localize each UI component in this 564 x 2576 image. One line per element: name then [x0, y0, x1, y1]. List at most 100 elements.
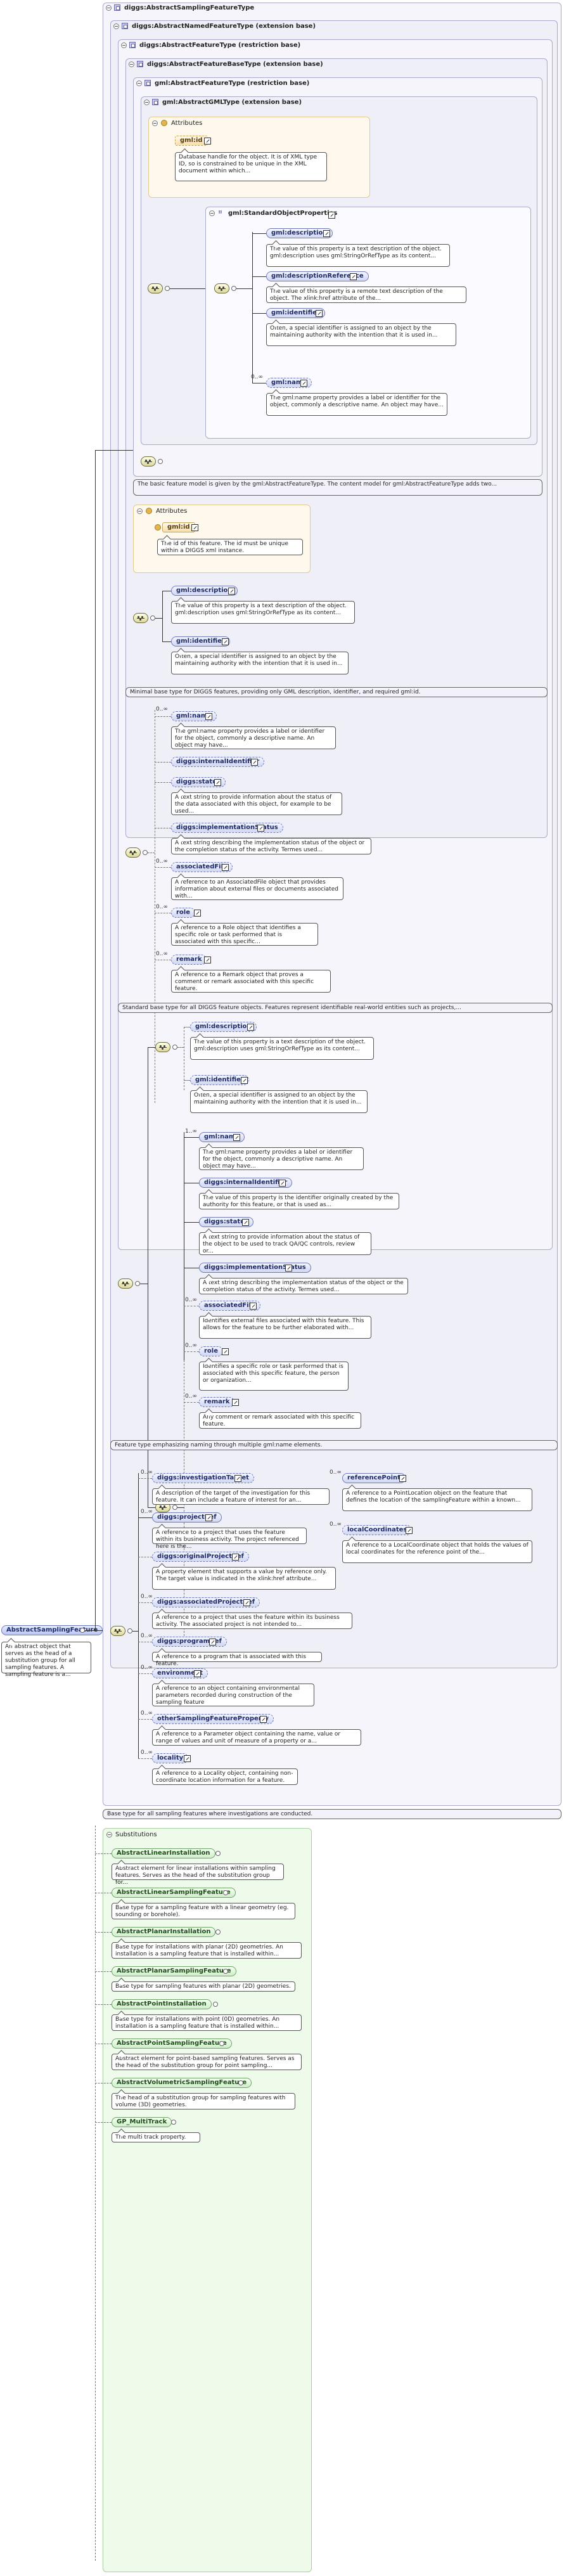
subst-abstract-volumetric-sampling-feature-doc: The head of a substitution group for sam…: [112, 2093, 295, 2109]
reference-icon: [250, 1303, 257, 1310]
own-locality[interactable]: locality: [152, 1753, 189, 1763]
gml-gml-toggle[interactable]: [144, 100, 150, 105]
gml-gml-title: gml:AbstractGMLType (extension base): [162, 99, 302, 106]
named-implementation-status[interactable]: diggs:implementationStatus: [199, 1263, 311, 1273]
own-reference-point[interactable]: referencePoint: [342, 1473, 406, 1483]
choice-compositor-icon[interactable]: [214, 283, 229, 293]
gml-feature-toggle[interactable]: [136, 80, 142, 86]
compositor-toggle[interactable]: [143, 850, 148, 855]
sequence-compositor-icon[interactable]: [110, 1626, 125, 1636]
restr-status[interactable]: diggs:status: [171, 777, 226, 787]
subst-toggle[interactable]: [223, 1969, 228, 1974]
restr-remark[interactable]: remark: [171, 955, 207, 965]
subst-abstract-linear-sampling-feature[interactable]: AbstractLinearSamplingFeature: [112, 1888, 236, 1898]
std-props-toggle[interactable]: [209, 210, 215, 216]
restr-associated-file[interactable]: associatedFile: [171, 862, 233, 872]
connector: [95, 450, 96, 1630]
compositor-toggle[interactable]: [165, 286, 170, 291]
std-identifier[interactable]: gml:identifier: [266, 308, 325, 318]
reference-icon: [209, 1639, 216, 1645]
cardinality: 0..∞: [330, 1469, 342, 1476]
named-type-doc: Feature type emphasizing naming through …: [110, 1440, 558, 1450]
compositor-toggle[interactable]: [172, 1045, 177, 1050]
diggs-base-toggle[interactable]: [129, 61, 134, 67]
root-element[interactable]: AbstractSamplingFeature: [1, 1625, 103, 1635]
std-description-reference[interactable]: gml:descriptionReference: [266, 271, 369, 281]
base-identifier[interactable]: gml:identifier: [171, 636, 230, 647]
restr-role[interactable]: role: [171, 908, 196, 918]
compositor-toggle[interactable]: [135, 1281, 140, 1286]
std-description[interactable]: gml:description: [266, 228, 333, 238]
own-original-project-ref[interactable]: diggs:originalProjectRef: [152, 1552, 249, 1562]
sequence-compositor-icon[interactable]: [125, 847, 141, 858]
substitutions-box: [103, 1828, 312, 2572]
subst-abstract-linear-installation-doc: Abstract element for linear installation…: [112, 1864, 284, 1886]
root-toggle[interactable]: [80, 1628, 85, 1633]
restr-implementation-status[interactable]: diggs:implementationStatus: [171, 823, 283, 833]
gml-feature-doc: The basic feature model is given by the …: [133, 479, 542, 496]
sequence-compositor-icon[interactable]: [133, 613, 148, 623]
attribute-icon: [161, 120, 167, 126]
connector: [177, 1507, 184, 1508]
substitutions-toggle[interactable]: [106, 1832, 112, 1838]
subst-abstract-planar-installation[interactable]: AbstractPlanarInstallation: [112, 1927, 216, 1937]
named-identifier[interactable]: gml:identifier: [190, 1075, 249, 1085]
restr-type-toggle[interactable]: [121, 42, 127, 48]
subst-abstract-linear-sampling-feature-doc: Base type for a sampling feature with a …: [112, 1903, 295, 1919]
attr-gml-id-2[interactable]: gml:id: [162, 522, 195, 532]
subst-abstract-point-installation[interactable]: AbstractPointInstallation: [112, 1999, 212, 2009]
reference-icon: [300, 380, 307, 387]
subst-toggle[interactable]: [171, 2120, 176, 2125]
own-program-ref[interactable]: diggs:programRef: [152, 1637, 227, 1647]
named-status[interactable]: diggs:status: [199, 1217, 254, 1227]
sequence-compositor-icon[interactable]: [155, 1042, 170, 1052]
own-other-sampling-feature-property[interactable]: otherSamplingFeatureProperty: [152, 1714, 274, 1724]
subst-toggle[interactable]: [213, 2002, 218, 2007]
connector: [95, 1971, 112, 1972]
compositor-toggle[interactable]: [172, 1505, 177, 1510]
subst-toggle[interactable]: [238, 2080, 243, 2085]
own-local-coordinates[interactable]: localCoordinates: [342, 1525, 413, 1535]
named-remark[interactable]: remark: [199, 1397, 235, 1407]
named-associated-file[interactable]: associatedFile: [199, 1301, 260, 1311]
attributes-toggle[interactable]: [152, 120, 158, 126]
named-type-toggle[interactable]: [113, 23, 119, 29]
subst-abstract-point-sampling-feature[interactable]: AbstractPointSamplingFeature: [112, 2038, 232, 2049]
subst-toggle[interactable]: [219, 2041, 224, 2046]
named-internal-identifier[interactable]: diggs:internalIdentifier: [199, 1178, 293, 1188]
own-other-sampling-feature-property-doc: A reference to a Parameter object contai…: [152, 1729, 361, 1746]
attributes-toggle[interactable]: [137, 508, 143, 514]
connector: [155, 867, 171, 868]
compositor-toggle[interactable]: [158, 459, 163, 464]
subst-abstract-planar-sampling-feature[interactable]: AbstractPlanarSamplingFeature: [112, 1966, 236, 1976]
subst-abstract-volumetric-sampling-feature[interactable]: AbstractVolumetricSamplingFeature: [112, 2078, 252, 2088]
named-internal-identifier-doc: The value of this property is the identi…: [199, 1193, 399, 1209]
own-project-ref[interactable]: diggs:projectRef: [152, 1512, 222, 1523]
subst-toggle[interactable]: [215, 1851, 221, 1856]
own-associated-project-ref[interactable]: diggs:associatedProjectRef: [152, 1597, 260, 1607]
named-role[interactable]: role: [199, 1346, 224, 1356]
named-description[interactable]: gml:description: [190, 1022, 257, 1032]
sequence-compositor-icon[interactable]: [148, 283, 163, 293]
sequence-compositor-icon[interactable]: [118, 1278, 133, 1289]
subst-abstract-linear-installation[interactable]: AbstractLinearInstallation: [112, 1848, 215, 1858]
reference-icon: [222, 1348, 229, 1355]
subst-toggle[interactable]: [223, 1890, 228, 1895]
root-type-toggle[interactable]: [106, 5, 112, 11]
base-description[interactable]: gml:description: [171, 586, 238, 596]
sequence-compositor-icon[interactable]: [141, 456, 156, 467]
own-investigation-target-doc: A description of the target of the inves…: [152, 1488, 330, 1505]
compositor-toggle[interactable]: [150, 615, 155, 621]
subst-toggle[interactable]: [215, 1929, 221, 1935]
reference-icon: [222, 638, 229, 645]
compositor-toggle[interactable]: [127, 1628, 132, 1633]
cardinality: 0..∞: [141, 1710, 153, 1716]
connector: [177, 1047, 184, 1048]
compositor-toggle[interactable]: [231, 286, 236, 291]
reference-icon: [316, 310, 323, 317]
restr-internal-identifier[interactable]: diggs:internalIdentifier: [171, 757, 265, 767]
subst-gp-multitrack[interactable]: GP_MultiTrack: [112, 2117, 172, 2127]
attr-gml-id[interactable]: gml:id: [175, 136, 208, 146]
own-investigation-target[interactable]: diggs:investigationTarget: [152, 1473, 254, 1483]
connector: [95, 1853, 112, 1854]
